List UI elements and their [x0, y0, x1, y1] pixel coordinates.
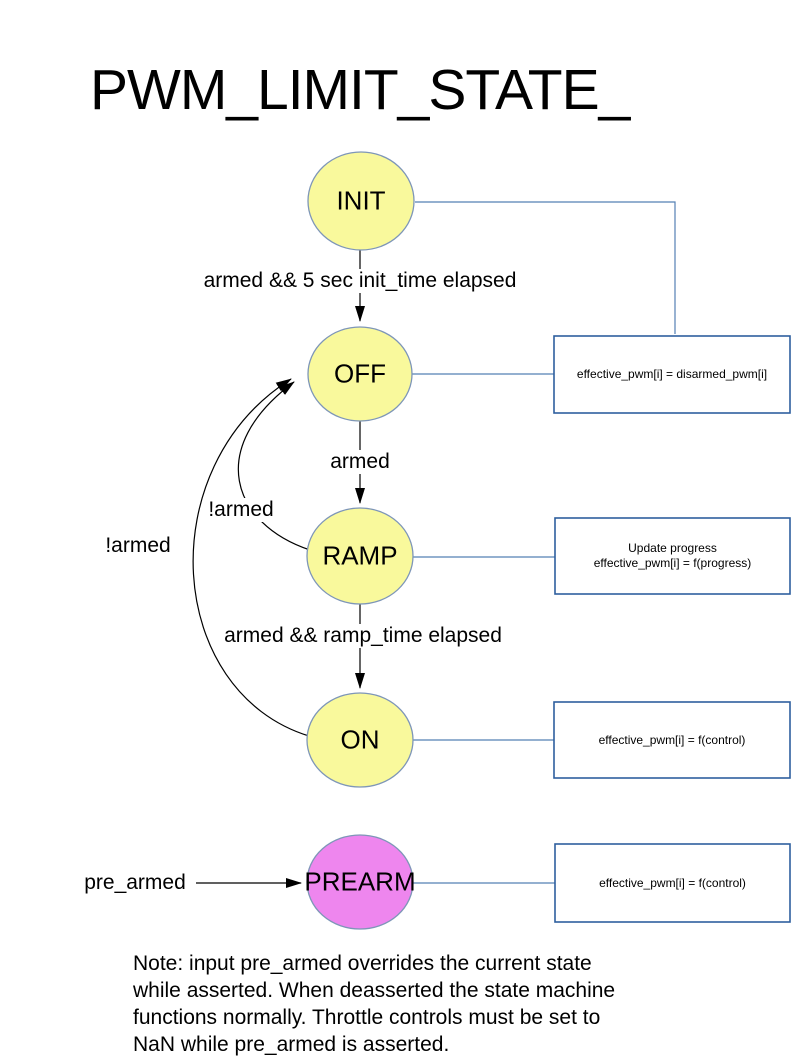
- action-text-ramp-line1: Update progress: [628, 541, 717, 555]
- state-init-circle: [307, 151, 415, 251]
- arrow-on-to-off: [192, 378, 310, 737]
- action-text-on-line: effective_pwm[i] = f(control): [598, 732, 746, 747]
- edge-label-on-to-off: !armed: [102, 534, 174, 558]
- action-text-prearm: effective_pwm[i] = f(control): [555, 844, 790, 922]
- page-title: PWM_LIMIT_STATE_: [90, 58, 630, 122]
- action-text-ramp: Update progress effective_pwm[i] = f(pro…: [555, 518, 790, 594]
- action-text-off-line: effective_pwm[i] = disarmed_pwm[i]: [576, 367, 768, 381]
- state-ramp-label: RAMP: [322, 540, 398, 571]
- action-text-on: effective_pwm[i] = f(control): [554, 702, 790, 778]
- state-prearm-label: PREARM: [304, 866, 416, 897]
- state-off-label: OFF: [334, 358, 386, 389]
- state-on-circle: [306, 692, 414, 788]
- action-text-prearm-line: effective_pwm[i] = f(control): [599, 875, 746, 890]
- action-box-prearm: [554, 843, 791, 923]
- action-box-on: [553, 701, 791, 779]
- note-line-3: functions normally. Throttle controls mu…: [133, 1006, 601, 1029]
- edge-label-init-to-off: armed && 5 sec init_time elapsed: [200, 269, 520, 293]
- note-line-4: NaN while pre_armed is asserted.: [133, 1033, 450, 1056]
- edge-label-ramp-to-on: armed && ramp_time elapsed: [221, 624, 505, 648]
- edge-label-prearm-input: pre_armed: [81, 871, 189, 895]
- action-text-ramp-line2: effective_pwm[i] = f(progress): [593, 556, 752, 570]
- note-line-2: while asserted. When deasserted the stat…: [133, 979, 616, 1002]
- action-box-ramp: [554, 517, 791, 595]
- state-init-label: INIT: [336, 185, 386, 216]
- note-text: Note: input pre_armed overrides the curr…: [133, 950, 615, 1058]
- action-box-off: [553, 335, 791, 414]
- connector-init-to-off-box: [415, 201, 676, 334]
- arrow-ramp-to-off: [237, 381, 311, 551]
- state-off-circle: [307, 326, 413, 422]
- state-ramp-circle: [306, 507, 414, 605]
- action-text-off: effective_pwm[i] = disarmed_pwm[i]: [554, 336, 790, 413]
- note-line-1: Note: input pre_armed overrides the curr…: [133, 952, 592, 975]
- edge-label-ramp-to-off: !armed: [205, 498, 277, 522]
- state-prearm-circle: [306, 834, 414, 930]
- edge-label-off-to-ramp: armed: [327, 450, 393, 474]
- state-on-label: ON: [340, 724, 380, 755]
